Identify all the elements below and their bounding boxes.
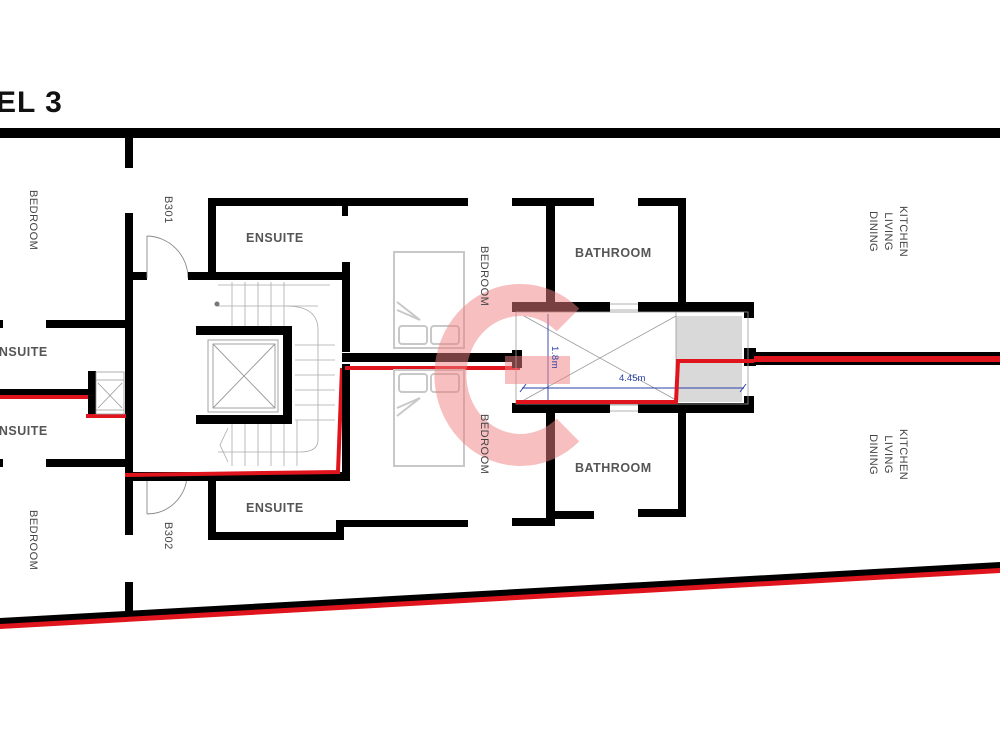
- room-label-bedroom-left-bottom: BEDROOM: [27, 510, 39, 571]
- room-label-bathroom-bottom: BATHROOM: [575, 461, 652, 475]
- wall: [554, 511, 594, 519]
- stair-marker: [214, 301, 220, 307]
- label-kitchen: KITCHEN: [897, 429, 909, 481]
- wall: [133, 272, 147, 280]
- room-label-bedroom-center-top: BEDROOM: [478, 246, 490, 307]
- door-b302-icon: [146, 474, 188, 515]
- boundary-line: [516, 359, 760, 404]
- wall: [678, 198, 686, 308]
- room-label-kitchen-living-dining-bottom: KITCHEN LIVING DINING: [865, 429, 910, 480]
- wall: [342, 353, 520, 362]
- wall: [208, 198, 216, 276]
- wall: [0, 320, 3, 328]
- label-living: LIVING: [882, 435, 894, 474]
- staircase-icon: [217, 282, 335, 466]
- room-label-kitchen-living-dining-top: KITCHEN LIVING DINING: [865, 206, 910, 257]
- logo-g-icon: [434, 284, 580, 466]
- room-label-ensuite-left-bottom: ENSUITE: [0, 424, 48, 438]
- wall: [546, 410, 555, 526]
- room-label-bathroom-top: BATHROOM: [575, 246, 652, 260]
- wall: [638, 403, 754, 413]
- wall: [678, 410, 686, 516]
- wall: [638, 198, 686, 206]
- label-dining: DINING: [867, 211, 879, 252]
- boundary-line: [86, 414, 126, 418]
- label-kitchen: KITCHEN: [897, 206, 909, 258]
- boundary-line: [754, 356, 1000, 362]
- wall: [512, 403, 610, 413]
- door-b301-icon: [146, 235, 189, 279]
- wall: [283, 326, 292, 424]
- wall: [0, 389, 90, 395]
- boundary-line: [0, 395, 88, 399]
- room-label-bedroom-center-bottom: BEDROOM: [478, 414, 490, 475]
- room-label-bedroom-left-top: BEDROOM: [27, 190, 39, 251]
- wall: [638, 302, 754, 312]
- wall: [46, 459, 126, 467]
- wall: [196, 415, 292, 424]
- lift-shaft-icon: [207, 339, 279, 413]
- wall: [546, 198, 555, 308]
- wall: [512, 518, 554, 526]
- wall: [188, 272, 350, 280]
- wall: [336, 520, 468, 527]
- wall: [0, 459, 3, 467]
- wall: [196, 326, 292, 335]
- wall: [744, 396, 754, 413]
- wall: [88, 371, 96, 417]
- wall: [46, 320, 126, 328]
- label-living: LIVING: [882, 212, 894, 251]
- wall: [342, 206, 348, 216]
- wall: [744, 302, 754, 318]
- wall: [125, 582, 133, 612]
- room-label-ensuite-top: ENSUITE: [246, 231, 304, 245]
- wall-top-exterior: [0, 128, 1000, 138]
- room-label-ensuite-bottom: ENSUITE: [246, 501, 304, 515]
- unit-label-b301: B301: [162, 196, 174, 224]
- wall: [336, 520, 344, 540]
- level-title: EL 3: [0, 86, 63, 119]
- room-label-ensuite-left-top: ENSUITE: [0, 345, 48, 359]
- wall: [208, 532, 344, 540]
- wall: [342, 262, 350, 352]
- wall: [342, 364, 350, 481]
- duct-icon: [95, 371, 125, 415]
- wall: [208, 198, 468, 206]
- wall: [125, 472, 343, 481]
- wall: [125, 138, 133, 168]
- boundary-line-bottom: [0, 568, 1000, 629]
- wall: [638, 509, 686, 517]
- wall: [208, 481, 216, 539]
- dimension-corridor-length: 4.45m: [619, 373, 646, 384]
- label-dining: DINING: [867, 434, 879, 475]
- dimension-corridor-width: 1.8m: [549, 346, 560, 370]
- wall: [125, 213, 133, 535]
- boundary-line: [124, 367, 344, 477]
- unit-label-b302: B302: [162, 522, 174, 550]
